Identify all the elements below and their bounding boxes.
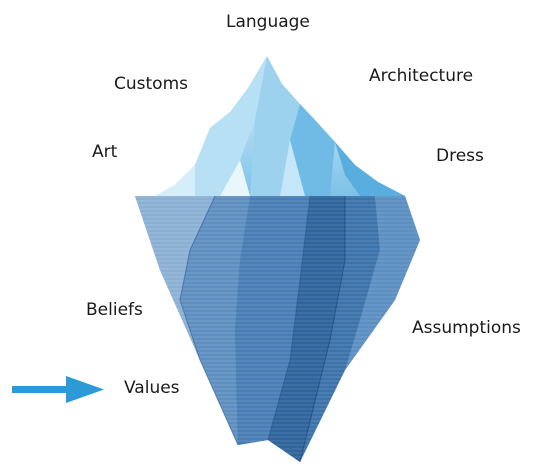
label-assumptions: Assumptions: [412, 318, 521, 338]
label-beliefs: Beliefs: [86, 300, 143, 320]
label-art: Art: [92, 142, 118, 162]
label-architecture: Architecture: [369, 66, 474, 86]
label-customs: Customs: [114, 74, 188, 94]
label-values: Values: [124, 378, 180, 398]
iceberg-tip: [155, 56, 405, 196]
arrow-to-values: [12, 376, 104, 403]
label-dress: Dress: [436, 146, 484, 166]
iceberg-underwater: [135, 195, 420, 463]
label-language: Language: [226, 12, 310, 32]
